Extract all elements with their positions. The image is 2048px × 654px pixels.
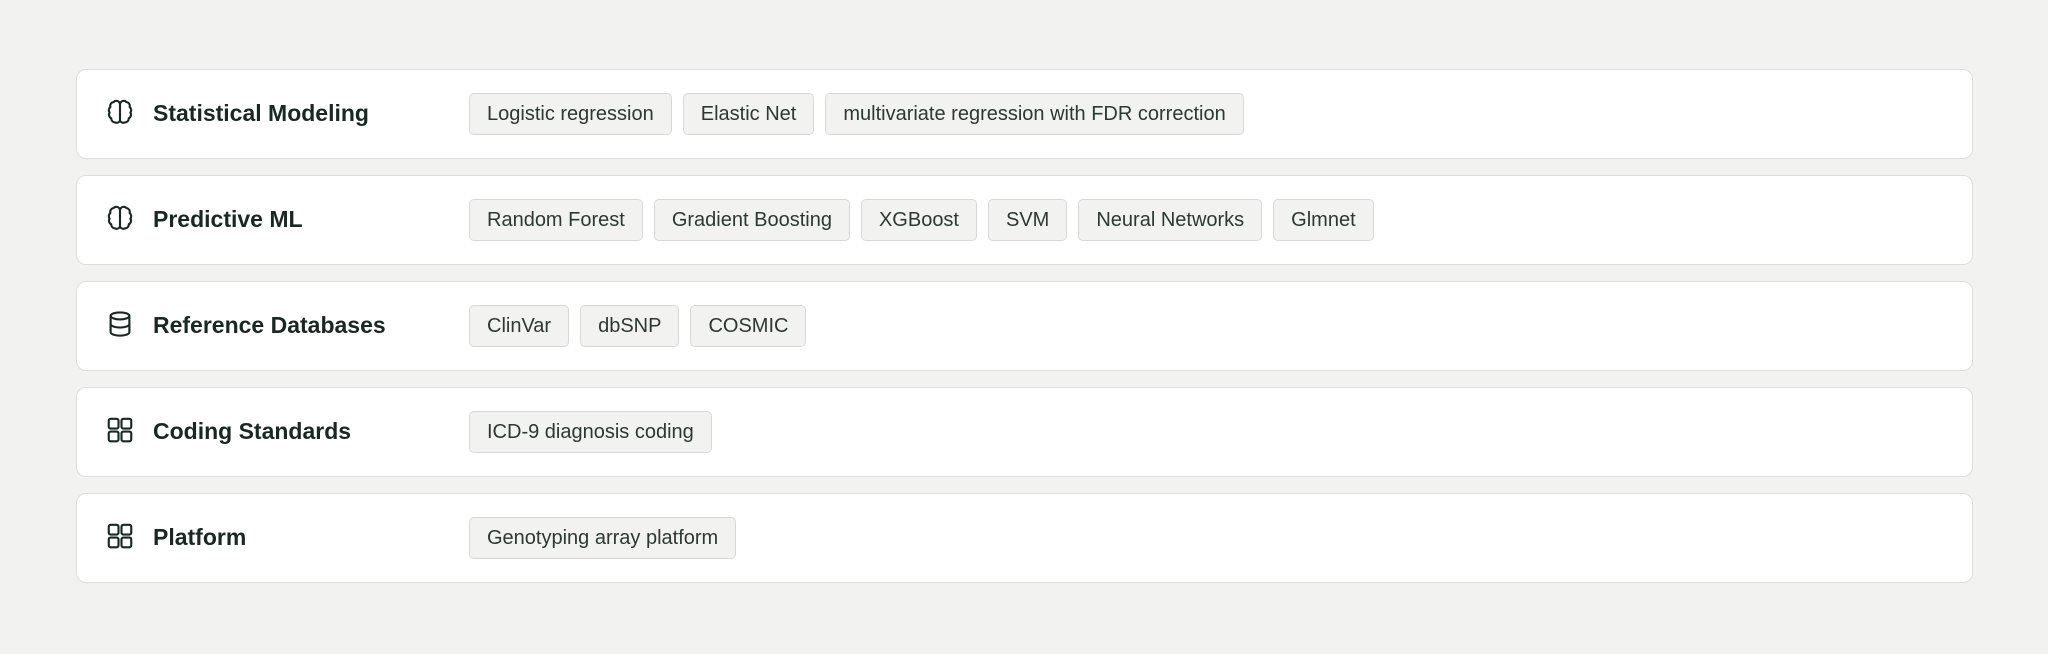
brain-icon [105,203,135,233]
tag[interactable]: Glmnet [1273,199,1374,241]
category-row-statistical-modeling: Statistical Modeling Logistic regression… [76,69,1973,159]
brain-icon [105,97,135,127]
tag[interactable]: COSMIC [690,305,807,347]
tag-list: Random Forest Gradient Boosting XGBoost … [469,199,1374,241]
tag[interactable]: multivariate regression with FDR correct… [825,93,1244,135]
tag-list: ClinVar dbSNP COSMIC [469,305,807,347]
grid-icon [105,415,135,445]
tag[interactable]: Gradient Boosting [653,199,850,241]
tag-list: Genotyping array platform [469,517,737,559]
category-title: Statistical Modeling [153,99,369,126]
category-title: Coding Standards [153,417,352,444]
tag[interactable]: ClinVar [469,305,570,347]
category-title: Platform [153,523,247,550]
category-list: Statistical Modeling Logistic regression… [76,69,1973,583]
grid-icon [105,521,135,551]
tag[interactable]: Genotyping array platform [469,517,737,559]
tag[interactable]: Elastic Net [682,93,815,135]
tag[interactable]: Logistic regression [469,93,672,135]
tag-list: ICD-9 diagnosis coding [469,411,712,453]
tag[interactable]: XGBoost [860,199,977,241]
tag[interactable]: ICD-9 diagnosis coding [469,411,712,453]
tag[interactable]: Neural Networks [1078,199,1263,241]
tag[interactable]: SVM [988,199,1068,241]
category-title: Reference Databases [153,311,386,338]
tag[interactable]: Random Forest [469,199,643,241]
category-row-predictive-ml: Predictive ML Random Forest Gradient Boo… [76,175,1973,265]
category-title: Predictive ML [153,205,303,232]
tag[interactable]: dbSNP [580,305,680,347]
category-row-reference-databases: Reference Databases ClinVar dbSNP COSMIC [76,281,1973,371]
category-row-coding-standards: Coding Standards ICD-9 diagnosis coding [76,387,1973,477]
category-row-platform: Platform Genotyping array platform [76,493,1973,583]
tag-list: Logistic regression Elastic Net multivar… [469,93,1244,135]
database-icon [105,309,135,339]
